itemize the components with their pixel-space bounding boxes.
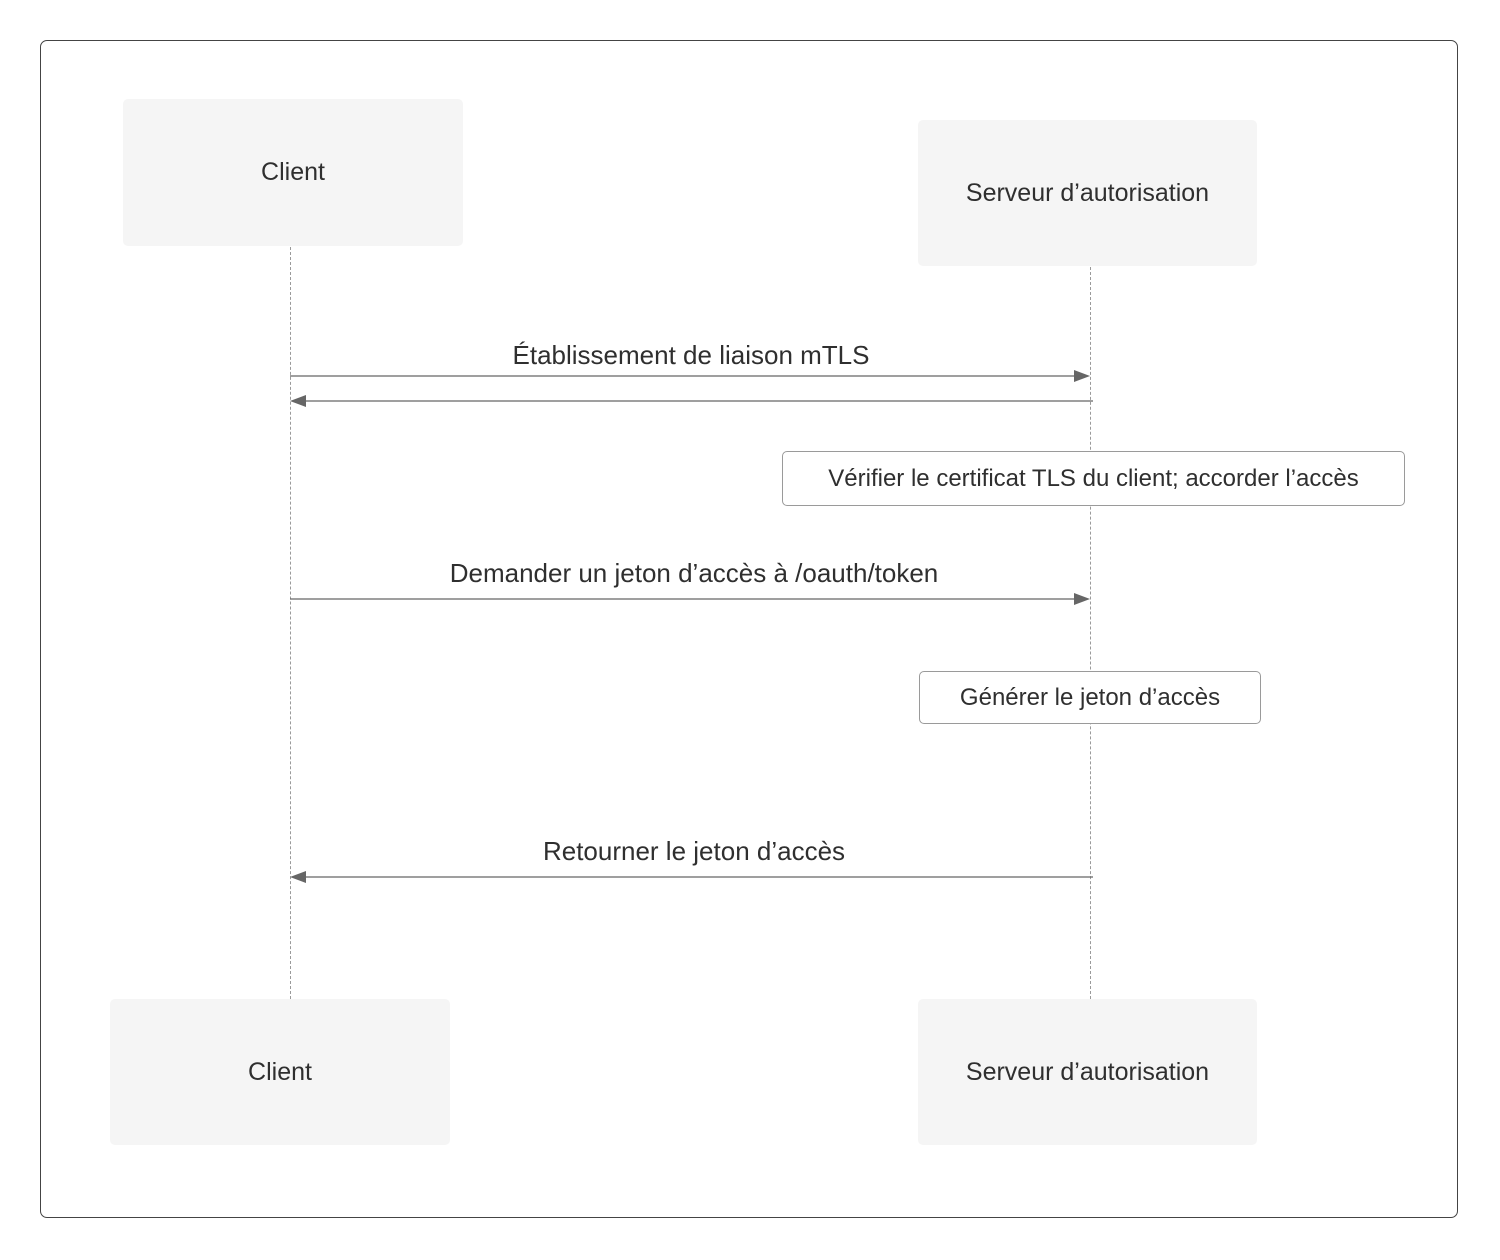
participant-client-bottom: Client bbox=[110, 999, 450, 1145]
lifeline-client bbox=[290, 247, 291, 999]
note-verify-certificate-text: Vérifier le certificat TLS du client; ac… bbox=[828, 464, 1359, 492]
note-generate-token-text: Générer le jeton d’accès bbox=[959, 683, 1221, 711]
participant-client-top: Client bbox=[123, 99, 463, 246]
participant-client-label: Client bbox=[248, 1057, 312, 1086]
participant-server-top: Serveur d’autorisation bbox=[918, 120, 1257, 266]
message-1-arrowhead bbox=[1074, 370, 1090, 382]
participant-client-label: Client bbox=[261, 158, 325, 186]
note-generate-token: Générer le jeton d’accès bbox=[919, 671, 1261, 724]
message-3-label: Demander un jeton d’accès à /oauth/token bbox=[449, 558, 939, 588]
diagram-frame bbox=[40, 40, 1458, 1218]
message-3-arrowhead bbox=[1074, 593, 1090, 605]
lifeline-server bbox=[1090, 267, 1091, 999]
message-2-arrowhead bbox=[290, 395, 306, 407]
message-4-arrowhead bbox=[290, 871, 306, 883]
participant-server-label: Serveur d’autorisation bbox=[965, 1057, 1210, 1086]
message-4-label: Retourner le jeton d’accès bbox=[542, 836, 846, 866]
participant-server-label: Serveur d’autorisation bbox=[965, 178, 1210, 207]
message-1-label: Établissement de liaison mTLS bbox=[512, 340, 870, 370]
note-verify-certificate: Vérifier le certificat TLS du client; ac… bbox=[782, 451, 1405, 506]
participant-server-bottom: Serveur d’autorisation bbox=[918, 999, 1257, 1145]
